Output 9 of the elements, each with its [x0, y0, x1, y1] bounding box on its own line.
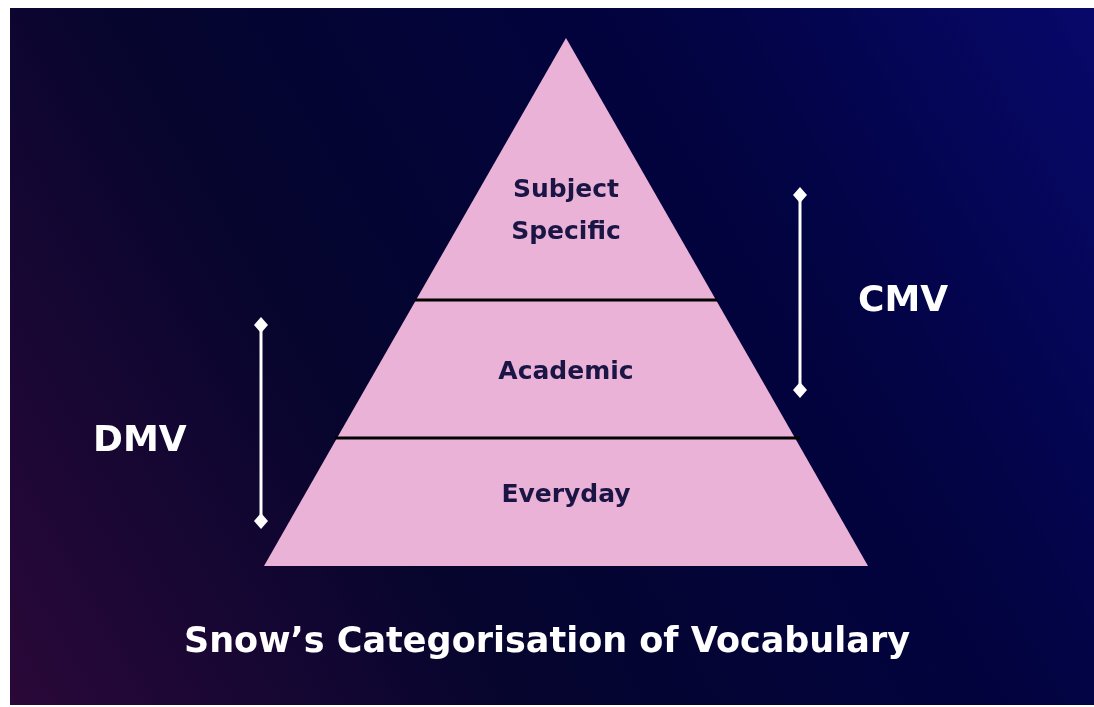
tier-label: Everyday — [500, 478, 632, 510]
tier-label: Academic — [497, 355, 635, 387]
pyramid-tier — [416, 38, 716, 300]
range-label: CMV — [858, 278, 949, 319]
pyramid-tier — [264, 438, 868, 566]
range-label: DMV — [93, 418, 187, 459]
tier-label: Subject Specific — [510, 173, 622, 247]
pyramid-tier — [337, 300, 795, 438]
diagram-title: Snow’s Categorisation of Vocabulary — [183, 620, 911, 660]
